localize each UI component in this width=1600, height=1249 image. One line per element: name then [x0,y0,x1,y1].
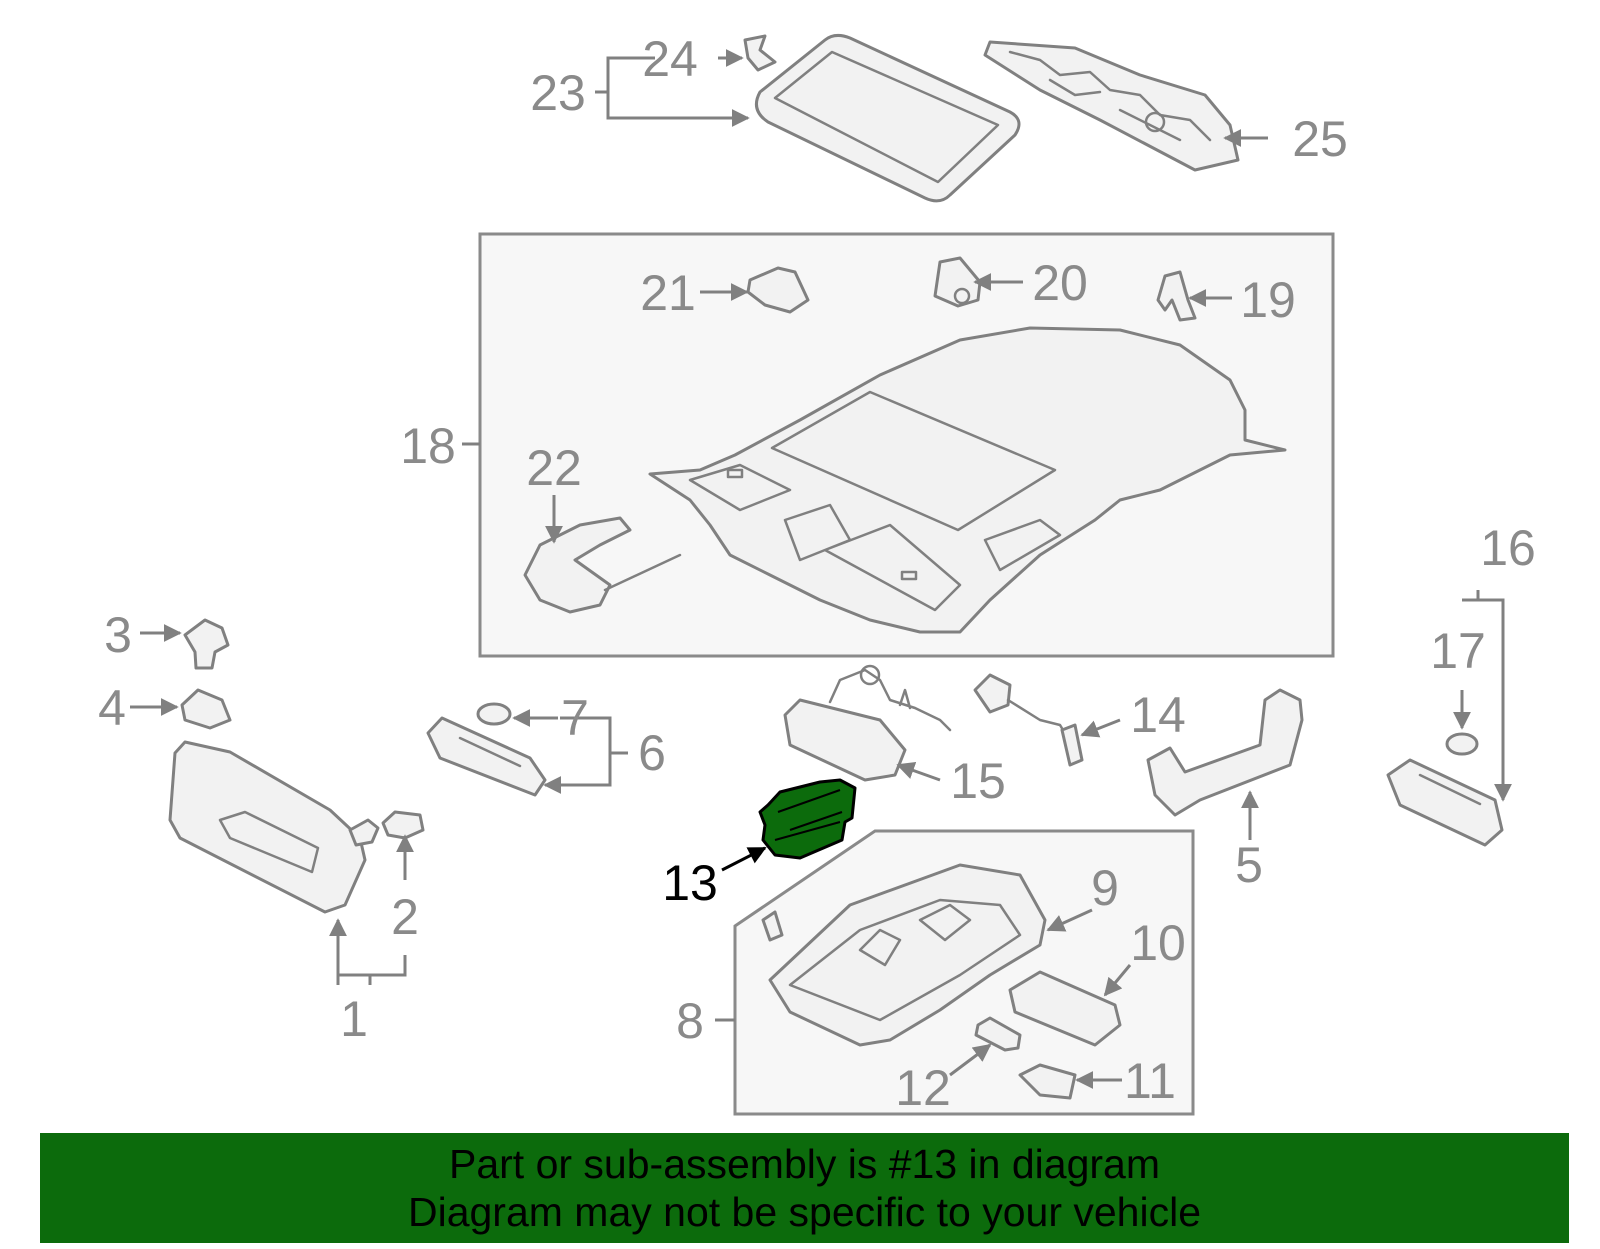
clip-part-box-8 [761,910,784,942]
grab-handle-5-part [1146,688,1304,817]
callout-10[interactable]: 10 [1130,915,1186,971]
roof-insulator-part [983,40,1240,172]
bulb-7-part [476,702,512,726]
callout-labels: 1 2 3 4 5 6 7 8 9 10 11 12 13 14 15 16 1… [98,31,1536,1116]
console-15-part [783,664,952,782]
lens-10-part [1008,970,1122,1047]
clip-21-part [746,266,810,314]
banner-line-part-number: Part or sub-assembly is #13 in diagram [449,1141,1160,1187]
visor-clip-2-part [381,810,425,840]
callout-17[interactable]: 17 [1430,623,1486,679]
rear-lamp-16-part [1386,758,1504,847]
callout-24[interactable]: 24 [642,31,698,87]
callout-23[interactable]: 23 [530,65,586,121]
clip-19-part [1156,270,1197,322]
callout-12[interactable]: 12 [895,1060,951,1116]
callout-7[interactable]: 7 [561,690,589,746]
callout-15[interactable]: 15 [950,753,1006,809]
callout-6[interactable]: 6 [638,725,666,781]
callout-22[interactable]: 22 [526,440,582,496]
callout-20[interactable]: 20 [1032,255,1088,311]
highlighted-part-13 [758,778,857,860]
callout-5[interactable]: 5 [1235,837,1263,893]
banner-line-disclaimer: Diagram may not be specific to your vehi… [407,1189,1201,1235]
callout-19[interactable]: 19 [1240,272,1296,328]
seal-clip-part [743,34,777,72]
callout-3[interactable]: 3 [104,607,132,663]
callout-9[interactable]: 9 [1091,860,1119,916]
lens-11-part [1018,1063,1077,1100]
callout-1[interactable]: 1 [340,991,368,1047]
callout-21[interactable]: 21 [640,265,696,321]
callout-8[interactable]: 8 [676,993,704,1049]
dome-lamp-9-part [768,863,1047,1047]
callout-4[interactable]: 4 [98,680,126,736]
info-banner: Part or sub-assembly is #13 in diagram D… [40,1133,1569,1243]
bulb-12-part [974,1016,1022,1052]
callout-16[interactable]: 16 [1480,520,1536,576]
callout-2[interactable]: 2 [391,889,419,945]
clip-4-part [180,688,232,730]
callout-14[interactable]: 14 [1130,687,1186,743]
callout-25[interactable]: 25 [1292,111,1348,167]
hook-3-part [183,618,230,670]
bulb-17-part [1445,732,1479,756]
callout-13[interactable]: 13 [662,855,718,911]
callout-18[interactable]: 18 [400,418,456,474]
sun-visor-part [168,740,380,914]
harness-14-part [973,673,1084,767]
map-lamp-6-part [426,716,547,797]
sunroof-seal-part [754,33,1021,203]
callout-11[interactable]: 11 [1124,1053,1176,1109]
headliner-part [648,326,1287,634]
bracket-20-part [933,256,982,308]
leader-lines [130,49,1512,1089]
